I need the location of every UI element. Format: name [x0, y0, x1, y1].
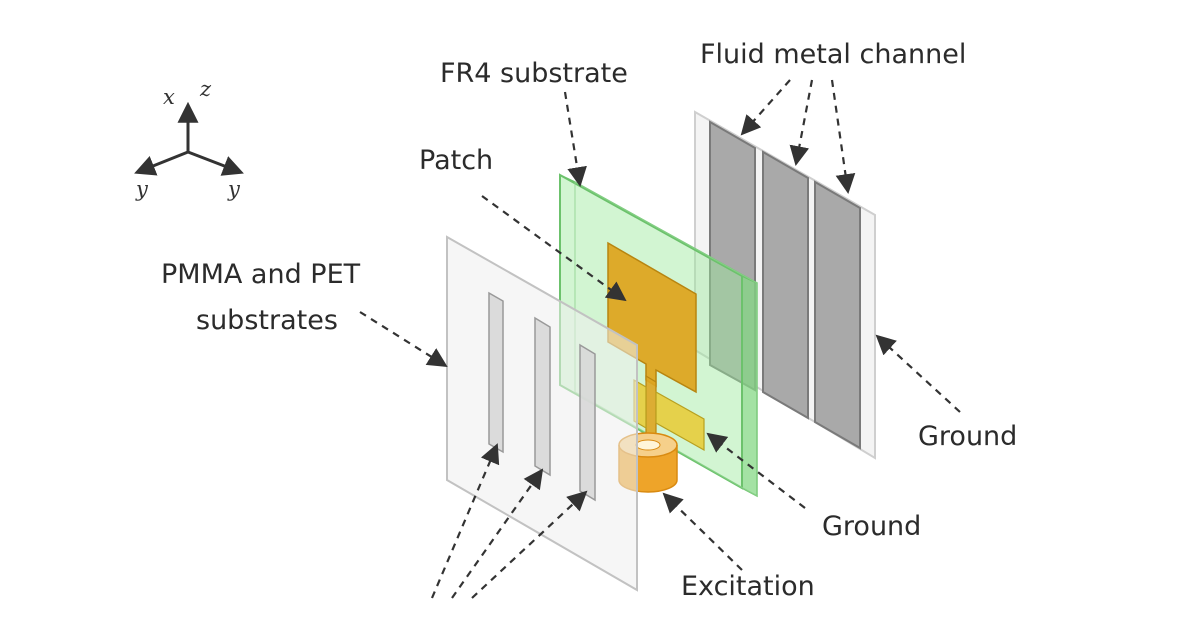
- arrow-pmma: [359, 311, 448, 368]
- leader-arrows: [359, 79, 961, 599]
- plastic-slot-1: [488, 291, 504, 454]
- fluid-channel-2: [762, 150, 809, 420]
- label-excitation: Excitation: [681, 571, 815, 602]
- label-pmma-line1: PMMA and PET: [161, 259, 361, 290]
- arrow-patch: [481, 195, 627, 302]
- arrow-excitation: [662, 492, 743, 571]
- arrow-slot-2: [451, 468, 544, 599]
- axis-label-x: x: [163, 85, 175, 109]
- label-fluid-metal-channel: Fluid metal channel: [700, 39, 967, 70]
- pmma-pet-sheet: [446, 235, 638, 592]
- feed-line: [645, 374, 657, 442]
- arrow-fluid-channel-3: [830, 79, 856, 194]
- label-patch: Patch: [419, 145, 494, 176]
- arrow-fr4: [563, 91, 587, 187]
- axis-label-y-left: y: [136, 177, 148, 201]
- fr4-right-face: [741, 274, 758, 498]
- label-ground-right: Ground: [918, 421, 1018, 452]
- feed-ground-pad-right: [655, 390, 705, 452]
- axis-label-y-right: y: [228, 177, 240, 201]
- arrow-slot-1: [430, 443, 500, 599]
- label-ground-feed: Ground: [822, 511, 922, 542]
- arrow-ground-right: [875, 334, 961, 413]
- arrow-fluid-channel-1: [740, 79, 791, 136]
- plastic-slot-3: [579, 343, 596, 502]
- label-fr4-substrate: FR4 substrate: [440, 58, 628, 89]
- fluid-channel-3: [814, 180, 861, 450]
- label-pmma-line2: substrates: [196, 305, 338, 336]
- arrow-fluid-channel-2: [789, 79, 814, 166]
- axis-triad: [134, 101, 244, 176]
- axis-label-z: z: [200, 77, 212, 101]
- plastic-slot-2: [534, 316, 551, 477]
